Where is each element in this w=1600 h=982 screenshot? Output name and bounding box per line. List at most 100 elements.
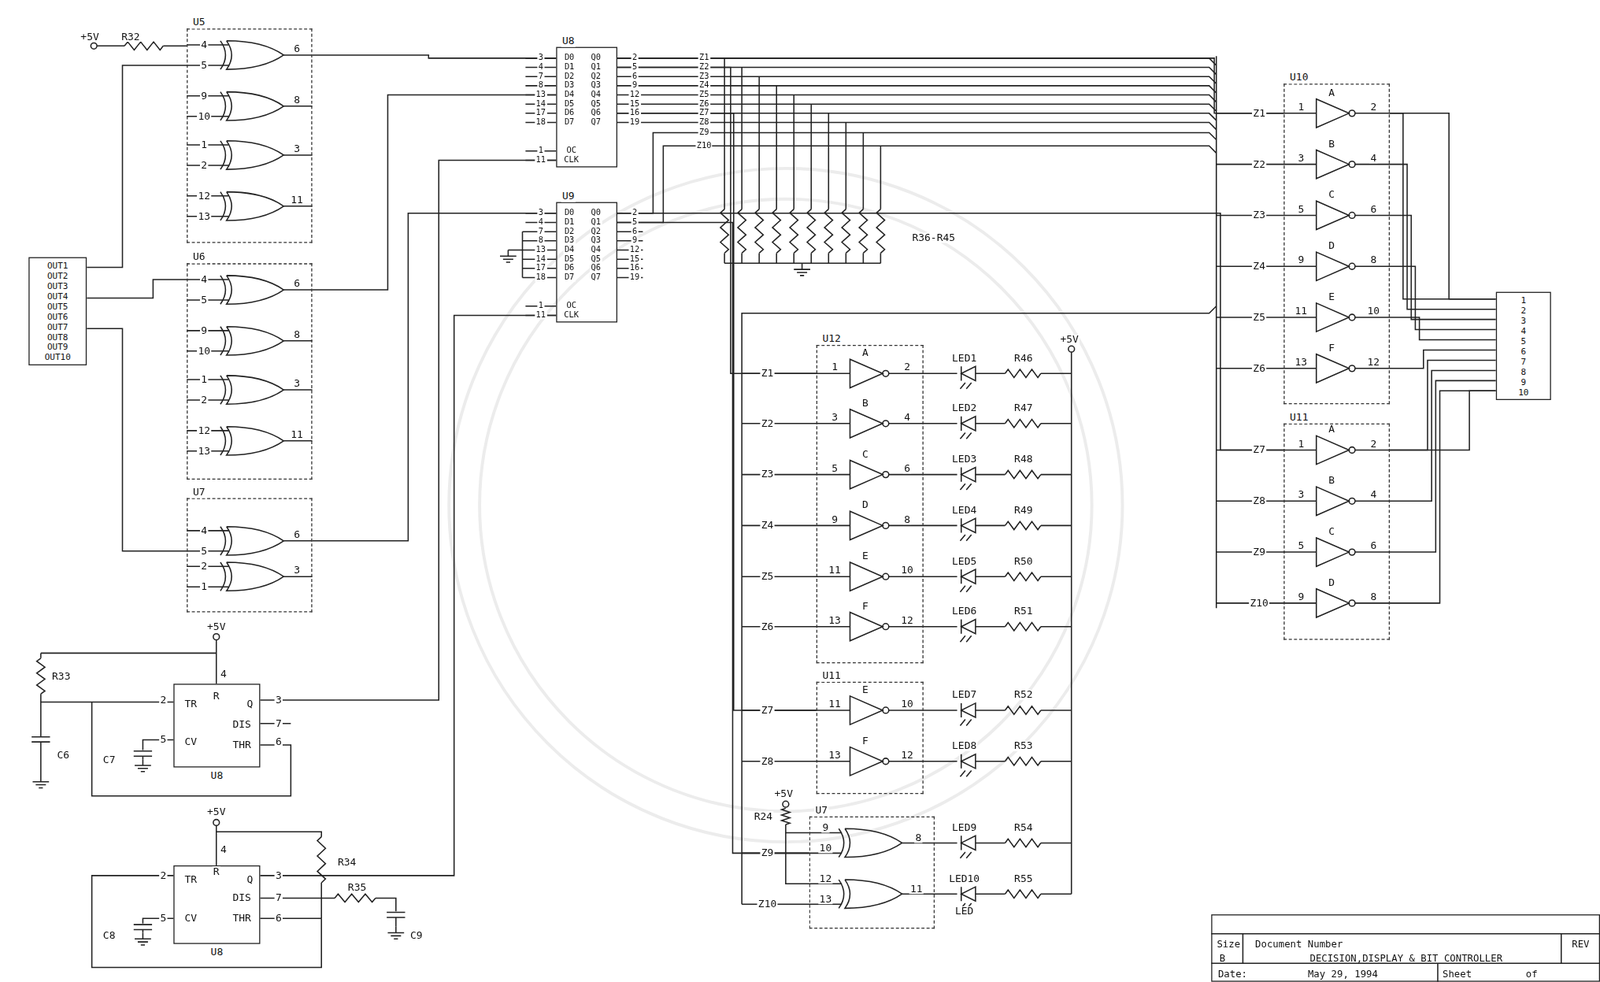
resistor-symbol — [1004, 838, 1041, 847]
led-symbol — [959, 569, 975, 593]
wire — [1355, 214, 1497, 319]
part-label: U6 — [192, 251, 207, 264]
schematic-label: 5 — [1296, 540, 1305, 552]
schematic-label: 3 — [274, 870, 283, 881]
schematic-label: 4 — [219, 844, 228, 856]
supply-terminal — [213, 633, 220, 641]
wire — [1040, 373, 1072, 375]
wire-connector — [617, 113, 817, 711]
schematic-label: Q2 — [589, 72, 602, 81]
xor-gate-symbol — [220, 526, 284, 556]
schematic-label: 7 — [274, 718, 283, 729]
schematic-label: 9 — [631, 81, 639, 90]
wire — [40, 741, 42, 776]
inverter-bubble — [1348, 600, 1356, 607]
schematic-label: D — [861, 500, 870, 511]
schematic-label: Q5 — [589, 255, 602, 263]
schematic-label: TR — [183, 874, 198, 886]
schematic-label: F — [1327, 342, 1336, 353]
part-label: U11 — [821, 669, 842, 682]
schematic-label: 14 — [534, 100, 547, 108]
schematic-label: 10 — [818, 842, 833, 853]
xor-gate-symbol — [220, 326, 284, 356]
schematic-label: Z4 — [759, 520, 775, 531]
schematic-label: Z3 — [1251, 210, 1267, 221]
schematic-label: D — [1327, 240, 1336, 252]
inverter-bubble — [882, 707, 889, 714]
ground-symbol — [134, 759, 152, 772]
schematic-label: 12 — [818, 873, 833, 884]
schematic-label: LED8 — [951, 740, 978, 752]
wire-connector — [617, 213, 1284, 451]
schematic-label: Q — [245, 699, 254, 710]
schematic-label: +5V — [206, 807, 227, 818]
schematic-label: 2 — [200, 159, 208, 171]
schematic-label: 3 — [274, 695, 283, 706]
schematic-label: 6 — [631, 227, 639, 236]
ground-symbol — [387, 926, 404, 940]
schematic-label: 4 — [903, 412, 912, 423]
resistor-symbol — [824, 209, 833, 254]
schematic-label: Z7 — [698, 109, 711, 118]
resistor-symbol — [124, 41, 163, 50]
schematic-label: R35 — [347, 882, 368, 893]
wire-connector — [617, 222, 810, 854]
schematic-label: Z10 — [696, 141, 713, 150]
schematic-label: 18 — [534, 118, 547, 126]
schematic-label: Z8 — [759, 755, 775, 767]
connector-pin: OUT1 — [47, 259, 69, 271]
schematic-label: OC — [565, 302, 578, 311]
schematic-label: 5 — [631, 218, 639, 226]
wire-connector — [259, 159, 556, 700]
wire — [283, 288, 312, 291]
schematic-label: Q0 — [589, 209, 602, 218]
wire — [845, 252, 848, 263]
schematic-label: 8 — [903, 514, 912, 525]
led-symbol — [959, 835, 975, 859]
schematic-label: Z6 — [1251, 362, 1267, 374]
schematic-label: 1 — [1296, 438, 1305, 449]
schematic-label: 10 — [900, 565, 915, 576]
connector-pin: 6 — [1520, 345, 1526, 356]
capacitor-symbol — [133, 751, 152, 756]
wire — [283, 54, 312, 56]
wire — [1355, 266, 1497, 330]
schematic-label: Z2 — [698, 62, 711, 71]
inverter-symbol — [1316, 149, 1349, 178]
inverter-bubble — [882, 758, 889, 765]
wire-connector — [1389, 113, 1497, 300]
wire-connector — [312, 213, 557, 541]
schematic-label: Q5 — [589, 100, 602, 108]
inverter-symbol — [1316, 588, 1349, 618]
schematic-label: 1 — [1296, 102, 1305, 113]
title-text: Size — [1216, 939, 1241, 949]
schematic-label: R51 — [1013, 606, 1034, 617]
connector-pin: 7 — [1520, 355, 1526, 367]
schematic-label: Z5 — [1251, 312, 1267, 323]
schematic-label: A — [861, 348, 870, 359]
schematic-label: C7 — [102, 755, 117, 766]
xor-gate-symbol — [220, 192, 284, 221]
led-symbol — [959, 754, 975, 778]
schematic-label: 1 — [537, 147, 545, 156]
schematic-label: CV — [183, 737, 198, 748]
watermark-seal — [448, 168, 1123, 842]
wire — [40, 652, 42, 658]
wire — [1355, 113, 1497, 300]
wire — [320, 882, 323, 919]
resistor-symbol — [859, 209, 867, 254]
schematic-label: LED5 — [951, 555, 978, 567]
schematic-label: 9 — [631, 237, 639, 245]
wire — [975, 892, 1006, 895]
wire-connector — [617, 58, 1284, 114]
schematic-label: 13 — [534, 90, 547, 99]
schematic-label: OC — [565, 147, 578, 156]
schematic-label: 9 — [200, 90, 208, 101]
schematic-label: R33 — [51, 671, 72, 682]
led-symbol — [959, 619, 975, 643]
schematic-label: 3 — [1296, 152, 1305, 163]
schematic-label: LED7 — [951, 689, 978, 700]
